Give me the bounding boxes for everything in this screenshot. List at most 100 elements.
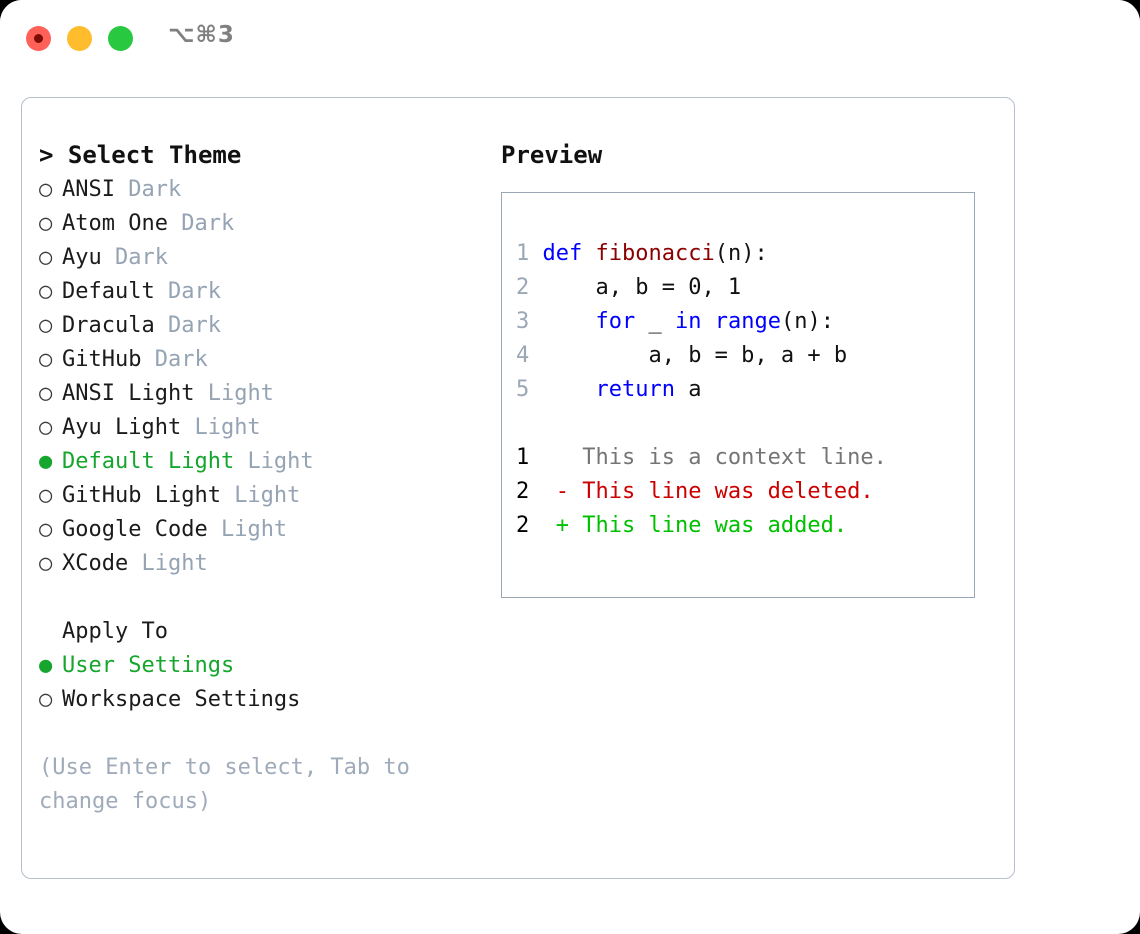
theme-list-item[interactable]: ○ Ayu Dark [39,241,489,275]
theme-variant-tag: Light [247,449,314,474]
diff-line: 2 + This line was added. [516,509,887,543]
code-line: 2 a, b = 0, 1 [516,271,847,305]
theme-variant-tag: Light [207,381,274,406]
diff-content: - This line was deleted. [542,479,874,504]
theme-variant-tag: Dark [167,313,221,338]
code-token: for [595,309,636,334]
radio-unselected-icon[interactable]: ○ [39,279,53,304]
traffic-lights [26,26,133,51]
code-token: (n): [714,241,768,266]
code-line-number: 2 [516,275,543,300]
diff-line-number: 1 [516,445,543,470]
close-button[interactable] [26,26,51,51]
theme-list-item[interactable]: ○ Google Code Light [39,513,489,547]
code-token: def [542,241,596,266]
maximize-button[interactable] [108,26,133,51]
theme-picker-dialog: > Select Theme ○ANSI Dark○Atom One Dark○… [21,97,1015,879]
code-line-number: 1 [516,241,543,266]
diff-content: + This line was added. [542,513,848,538]
radio-unselected-icon[interactable]: ○ [39,687,53,712]
theme-variant-tag: Dark [114,245,168,270]
radio-unselected-icon[interactable]: ○ [39,245,53,270]
code-token: in range [674,309,781,334]
radio-unselected-icon[interactable]: ○ [39,415,53,440]
code-line: 3 for _ in range(n): [516,305,847,339]
preview-panel: Preview 1 def fibonacci(n):2 a, b = 0, 1… [501,138,996,598]
theme-list-item[interactable]: ○Ayu Light Light [39,411,489,445]
apply-to-options[interactable]: ● User Settings ○ Workspace Settings [39,649,489,717]
theme-list-item[interactable]: ○ Dracula Dark [39,309,489,343]
theme-list-item[interactable]: ○ Atom One Dark [39,207,489,241]
radio-selected-icon[interactable]: ● [39,653,53,678]
radio-selected-icon[interactable]: ● [39,449,53,474]
code-line: 5 return a [516,373,847,407]
theme-variant-tag: Light [220,517,288,542]
theme-name-label: Default Light [62,449,248,474]
apply-to-option[interactable]: ● User Settings [39,649,489,683]
apply-to-label: Workspace Settings [62,687,301,712]
theme-list-item[interactable]: ○XCode Light [39,547,489,581]
theme-list-item[interactable]: ○ ANSI Dark [39,173,489,207]
theme-list-item[interactable]: ○ GitHub Light Light [39,479,489,513]
diff-line-number: 2 [516,479,543,504]
theme-variant-tag: Dark [154,347,208,372]
code-line: 1 def fibonacci(n): [516,237,847,271]
code-token: return [595,377,675,402]
code-line: 4 a, b = b, a + b [516,339,847,373]
radio-unselected-icon[interactable]: ○ [39,177,53,202]
theme-name-label: Atom One [62,211,182,236]
code-line-number: 4 [516,343,543,368]
theme-name-label: GitHub [62,347,155,372]
code-token: fibonacci [595,241,715,266]
preview-title: Preview [501,141,603,169]
theme-list-item[interactable]: ○Default Dark [39,275,489,309]
diff-line: 1 This is a context line. [516,441,887,475]
code-token: a, b = 0, 1 [542,275,742,300]
theme-variant-tag: Dark [128,177,182,202]
code-token: a, b = b, a + b [542,343,848,368]
minimize-button[interactable] [67,26,92,51]
radio-unselected-icon[interactable]: ○ [39,517,53,542]
code-line-number: 3 [516,309,543,334]
radio-unselected-icon[interactable]: ○ [39,313,53,338]
theme-name-label: ANSI [62,177,129,202]
theme-name-label: ANSI Light [62,381,208,406]
diff-line: 2 - This line was deleted. [516,475,887,509]
theme-variant-tag: Dark [181,211,235,236]
code-token [543,377,596,402]
radio-unselected-icon[interactable]: ○ [39,483,53,508]
theme-name-label: Ayu [62,245,115,270]
theme-list-item[interactable]: ○ ANSI Light Light [39,377,489,411]
code-token: a [674,377,702,402]
theme-name-label: GitHub Light [62,483,235,508]
radio-unselected-icon[interactable]: ○ [39,551,53,576]
theme-list-item[interactable]: ● Default Light Light [39,445,489,479]
select-theme-header: > Select Theme [39,141,242,169]
theme-list-item[interactable]: ○ GitHub Dark [39,343,489,377]
apply-to-label: User Settings [62,653,235,678]
diff-line-number: 2 [516,513,543,538]
code-line-number: 5 [516,377,543,402]
theme-name-label: Ayu Light [62,415,195,440]
apply-to-option[interactable]: ○ Workspace Settings [39,683,489,717]
theme-list[interactable]: ○ANSI Dark○Atom One Dark○Ayu Dark○Defaul… [39,173,489,581]
radio-unselected-icon[interactable]: ○ [39,347,53,372]
theme-name-label: Google Code [62,517,221,542]
code-token: _ [635,309,675,334]
radio-unselected-icon[interactable]: ○ [39,211,53,236]
apply-to-section: Apply To ● User Settings ○ Workspace Settin… [39,615,489,717]
code-token [543,309,596,334]
theme-name-label: Dracula [62,313,168,338]
radio-unselected-icon[interactable]: ○ [39,381,53,406]
keyboard-shortcut-label: ⌥⌘3 [168,22,235,48]
apply-to-title: Apply To [62,619,168,644]
keyboard-hint-text: (Use Enter to select, Tab to change focu… [39,755,424,814]
theme-variant-tag: Light [234,483,301,508]
diff-content: This is a context line. [542,445,887,470]
diff-sample: 1 This is a context line.2 - This line w… [516,441,887,543]
theme-name-label: XCode [62,551,142,576]
theme-variant-tag: Dark [167,279,221,304]
